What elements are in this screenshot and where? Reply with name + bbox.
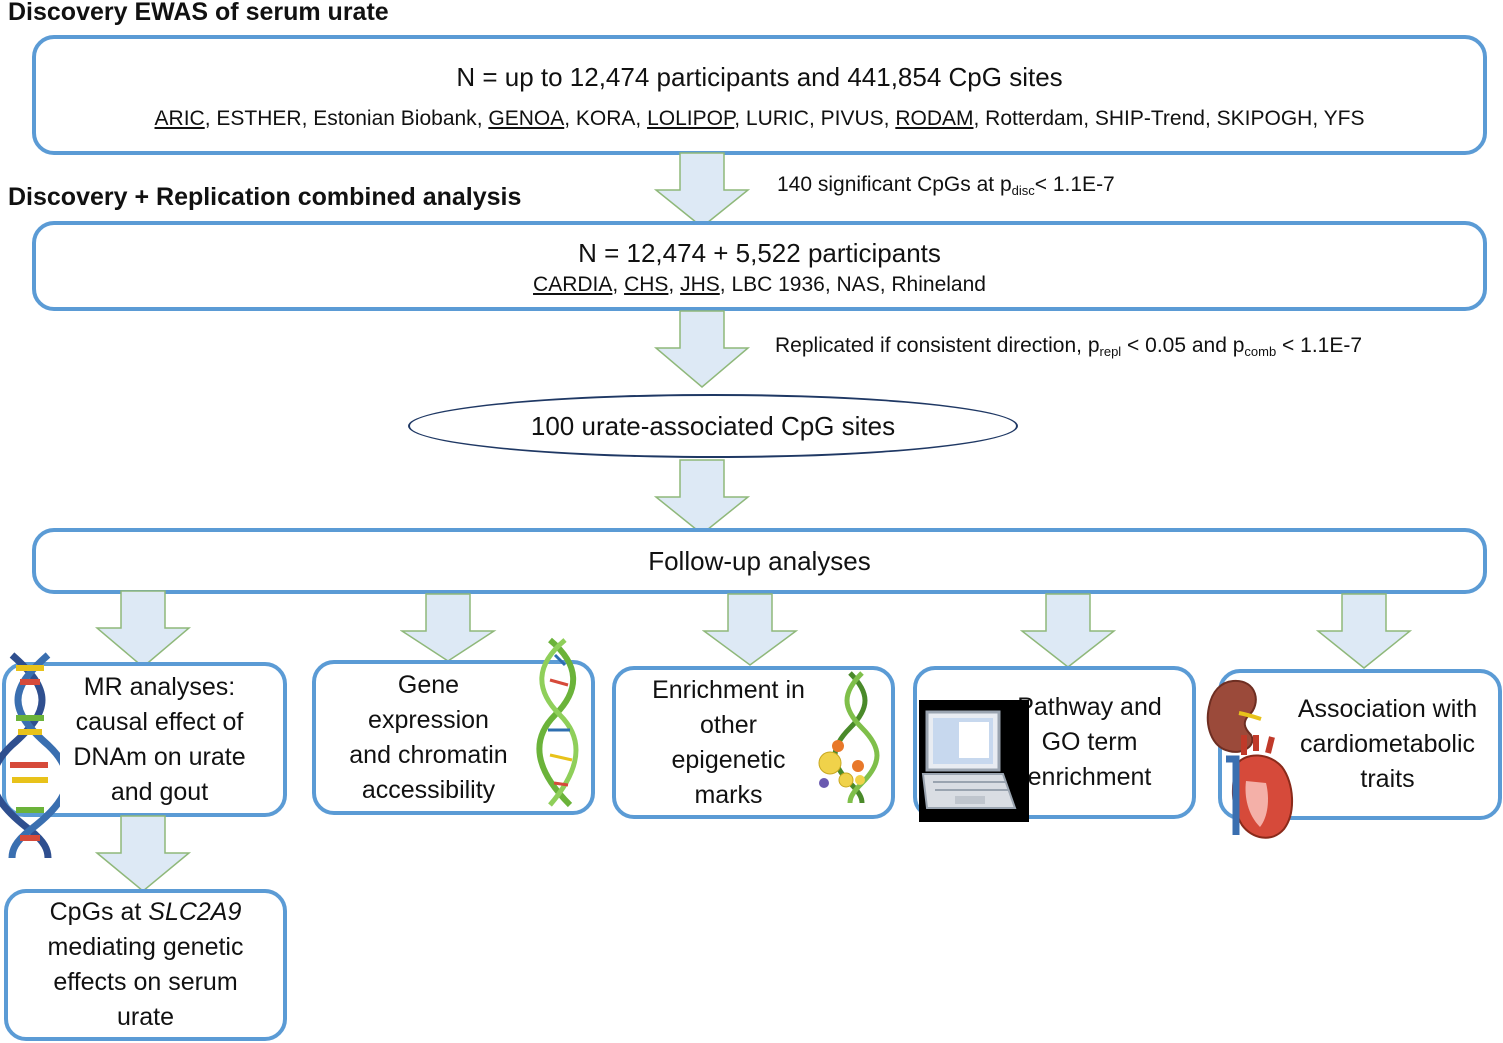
cohort-jhs: JHS <box>680 272 720 296</box>
combined-box: N = 12,474 + 5,522 participants CARDIA, … <box>32 221 1487 311</box>
kidney-icon <box>1206 679 1262 753</box>
discovery-n-line: N = up to 12,474 participants and 441,85… <box>456 61 1063 92</box>
threshold-discovery-note: 140 significant CpGs at pdisc< 1.1E-7 <box>777 173 1115 198</box>
arrow-result-to-followup <box>653 459 751 535</box>
cohort-luric: LURIC <box>745 106 809 130</box>
result-label: 100 urate-associated CpG sites <box>530 410 896 441</box>
discovery-box: N = up to 12,474 participants and 441,85… <box>32 35 1487 155</box>
laptop-icon <box>919 700 1029 822</box>
cohort-skipogh: SKIPOGH <box>1216 106 1313 130</box>
cohort-lolipop: LOLIPOP <box>647 106 735 130</box>
combined-heading: Discovery + Replication combined analysi… <box>8 183 522 211</box>
arrow-to-association <box>1316 593 1413 669</box>
arrow-combined-to-result <box>653 310 751 388</box>
heart-icon <box>1226 735 1294 839</box>
result-ellipse: 100 urate-associated CpG sites <box>408 394 1018 458</box>
cohort-lbc-1936: LBC 1936 <box>731 272 825 296</box>
dna-ribbon-icon <box>536 637 579 808</box>
cohort-nas: NAS <box>836 272 880 296</box>
discovery-cohort-list: ARIC, ESTHER, Estonian Biobank, GENOA, K… <box>154 106 1365 130</box>
cohort-ship-trend: SHIP-Trend <box>1094 106 1205 130</box>
followup-box: Follow-up analyses <box>32 528 1487 594</box>
discovery-heading: Discovery EWAS of serum urate <box>8 0 389 26</box>
arrow-to-enrichment <box>702 593 799 666</box>
arrow-to-mr <box>95 590 192 668</box>
dna-helix-icon <box>0 652 60 859</box>
cohort-estonian-biobank: Estonian Biobank <box>313 106 477 130</box>
cohort-rodam: RODAM <box>895 106 974 130</box>
cohort-genoa: GENOA <box>488 106 565 130</box>
combined-cohort-list: CARDIA, CHS, JHS, LBC 1936, NAS, Rhinela… <box>533 272 986 296</box>
gene-name: SLC2A9 <box>148 898 242 926</box>
cohort-chs: CHS <box>624 272 669 296</box>
cohort-yfs: YFS <box>1323 106 1365 130</box>
cohort-aric: ARIC <box>154 106 205 130</box>
combined-n-line: N = 12,474 + 5,522 participants <box>578 237 941 268</box>
molecules-icon <box>818 671 880 804</box>
arrow-to-pathway <box>1020 593 1117 668</box>
cohort-pivus: PIVUS <box>820 106 884 130</box>
arrow-mr-to-mediation <box>95 815 192 892</box>
threshold-replication-note: Replicated if consistent direction, prep… <box>775 334 1363 359</box>
cohort-rotterdam: Rotterdam <box>985 106 1084 130</box>
arrow-discovery-to-combined <box>653 152 751 228</box>
arrow-to-gene <box>400 593 497 662</box>
cohort-cardia: CARDIA <box>533 272 613 296</box>
cohort-esther: ESTHER <box>216 106 302 130</box>
cohort-rhineland: Rhineland <box>891 272 986 296</box>
followup-label: Follow-up analyses <box>648 545 871 576</box>
cohort-kora: KORA <box>575 106 636 130</box>
